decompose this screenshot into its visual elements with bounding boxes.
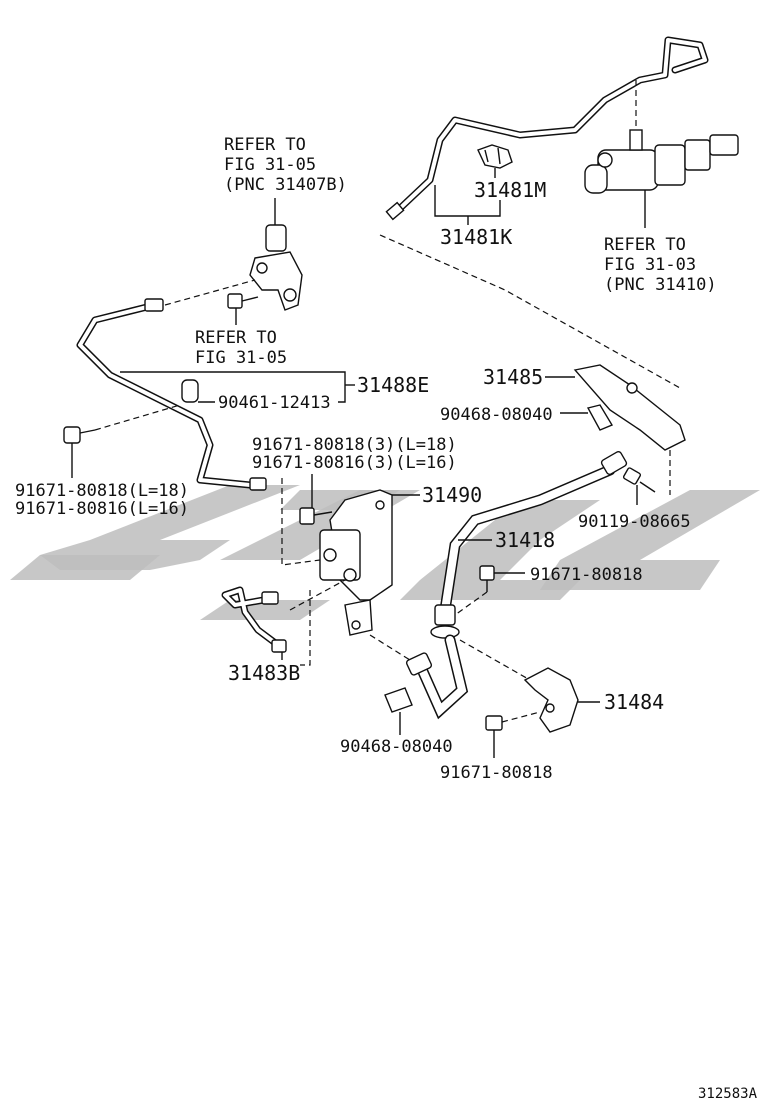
dashed-valve-tube xyxy=(289,579,346,611)
master-cylinder-icon xyxy=(584,80,739,228)
clip-31481m-icon xyxy=(477,144,513,178)
tube-31483b xyxy=(221,586,287,660)
bracket-31485-icon xyxy=(573,364,686,451)
label-31490: 31490 xyxy=(422,483,482,507)
ref-top-line2: FIG 31-05 xyxy=(224,155,316,175)
ref-top-line3: (PNC 31407B) xyxy=(224,175,347,195)
label-31481k: 31481K xyxy=(440,225,512,249)
label-90468-bottom: 90468-08040 xyxy=(340,737,453,757)
ref-top-line1: REFER TO xyxy=(224,135,306,155)
dashed-hose-valve xyxy=(369,634,411,661)
label-31488e: 31488E xyxy=(357,373,429,397)
clip-90468-top-icon xyxy=(560,404,614,431)
leader-31488e xyxy=(120,371,355,403)
label-90468-top: 90468-08040 xyxy=(440,405,553,425)
bolt-mid-icon xyxy=(299,507,333,525)
label-31485: 31485 xyxy=(483,365,543,389)
ref-right-line2: FIG 31-03 xyxy=(604,255,696,275)
dashed-valve-left xyxy=(281,478,321,566)
label-91671-bottom: 91671-80818 xyxy=(440,763,553,783)
ref-mid-line1: REFER TO xyxy=(195,328,277,348)
dashed-connector-fitting xyxy=(164,279,256,306)
label-31483b: 31483B xyxy=(228,661,300,685)
label-91671-right: 91671-80818 xyxy=(530,565,643,585)
clamp-90461-icon xyxy=(181,379,215,403)
flex-hose-31418 xyxy=(430,450,628,639)
flex-hose-lower xyxy=(405,634,469,720)
label-90119: 90119-08665 xyxy=(578,512,691,532)
bolt-upper-icon xyxy=(227,293,259,325)
clip-90468-bottom-icon xyxy=(384,687,413,735)
ref-mid-line2: FIG 31-05 xyxy=(195,348,287,368)
bolt-right-icon xyxy=(454,565,525,616)
bracket-31490-icon xyxy=(319,489,393,636)
label-31481m: 31481M xyxy=(474,178,546,202)
dashed-connector-upper xyxy=(379,234,681,389)
label-31418: 31418 xyxy=(495,528,555,552)
union-fitting-icon xyxy=(249,224,303,311)
bolt-left-icon xyxy=(63,404,181,478)
bolt-bottom-icon xyxy=(485,711,541,758)
ref-right-line1: REFER TO xyxy=(604,235,686,255)
label-90461-12413: 90461-12413 xyxy=(218,393,331,413)
leader-31481k xyxy=(434,185,501,225)
dashed-valve-bottom xyxy=(300,590,311,666)
label-91671-left-b: 91671-80816(L=16) xyxy=(15,499,189,519)
upper-brake-tube xyxy=(385,36,709,221)
label-91671-mid-b: 91671-80816(3)(L=16) xyxy=(252,453,457,473)
diagram-id: 312583A xyxy=(698,1086,758,1102)
ref-right-line3: (PNC 31410) xyxy=(604,275,717,295)
bleeder-90119-icon xyxy=(622,467,656,505)
label-91671-left-a: 91671-80818(L=18) xyxy=(15,481,189,501)
bracket-31484-icon xyxy=(523,667,579,733)
label-31484: 31484 xyxy=(604,690,664,714)
left-brake-tube xyxy=(76,298,267,491)
dashed-hose-31484 xyxy=(459,639,531,681)
label-91671-mid-a: 91671-80818(3)(L=18) xyxy=(252,435,457,455)
